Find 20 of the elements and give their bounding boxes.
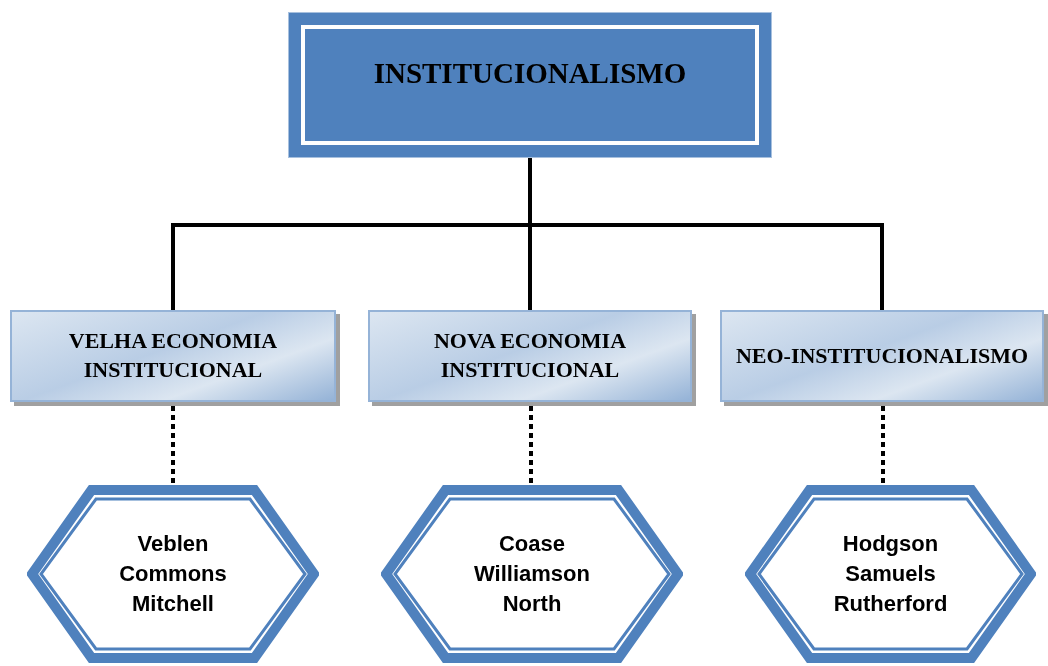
dotted-connector (529, 406, 533, 485)
author-name: Samuels (845, 560, 936, 589)
dotted-connector (881, 406, 885, 485)
author-name: Rutherford (833, 589, 948, 618)
title-box (288, 12, 772, 158)
author-name: Coase (498, 530, 565, 559)
author-name: Veblen (137, 530, 209, 559)
authors-hexagon (745, 485, 1036, 663)
author-name: Commons (119, 560, 227, 589)
title-text: INSTITUCIONALISMO (373, 57, 687, 90)
author-name: Hodgson (842, 530, 939, 559)
author-name: Mitchell (132, 589, 214, 618)
author-name: Williamson (474, 560, 590, 589)
category-label: NOVA ECONOMIA INSTITUCIONAL (432, 327, 628, 384)
category-label: VELHA ECONOMIA INSTITUCIONAL (67, 327, 279, 384)
category-label: NEO-INSTITUCIONALISMO (734, 341, 1030, 370)
authors-hexagon (27, 485, 319, 663)
authors-hexagon (381, 485, 683, 663)
dotted-connector (171, 406, 175, 485)
author-name: North (502, 589, 562, 618)
